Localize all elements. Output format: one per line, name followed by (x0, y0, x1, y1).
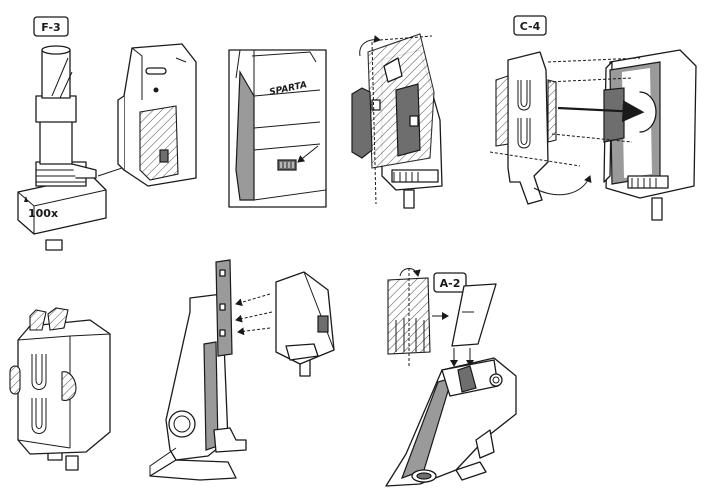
arrow-icon (557, 100, 645, 123)
step-badge-f3 (33, 16, 69, 37)
step-badge-c4-label: C-4 (520, 20, 541, 33)
panel-headshell-mount (149, 259, 335, 481)
panel-remove-cover (351, 33, 443, 209)
arrow-icon (297, 145, 319, 163)
step-badge-a2 (433, 272, 467, 293)
rotate-arrow-icon (399, 268, 421, 277)
panel-guard-fitted (9, 307, 111, 471)
panel-f3-microscope: F-3 100x (17, 16, 147, 251)
step-badge-f3-label: F-3 (41, 21, 60, 34)
panel-a2-stylus-insert: A-2 (385, 268, 517, 487)
step-badge-a2-label: A-2 (440, 277, 461, 290)
rotate-arrow-icon (359, 35, 381, 57)
zoom-arrow-icon (24, 196, 28, 202)
zoom-label: 100x (28, 207, 58, 220)
panel-closeup-box: SPARTA (228, 49, 327, 208)
rotate-arrow-icon (533, 175, 592, 196)
panel-c4-attach-guard: C-4 (489, 15, 697, 221)
panel-guard-window (117, 43, 197, 187)
step-badge-c4 (513, 15, 547, 36)
